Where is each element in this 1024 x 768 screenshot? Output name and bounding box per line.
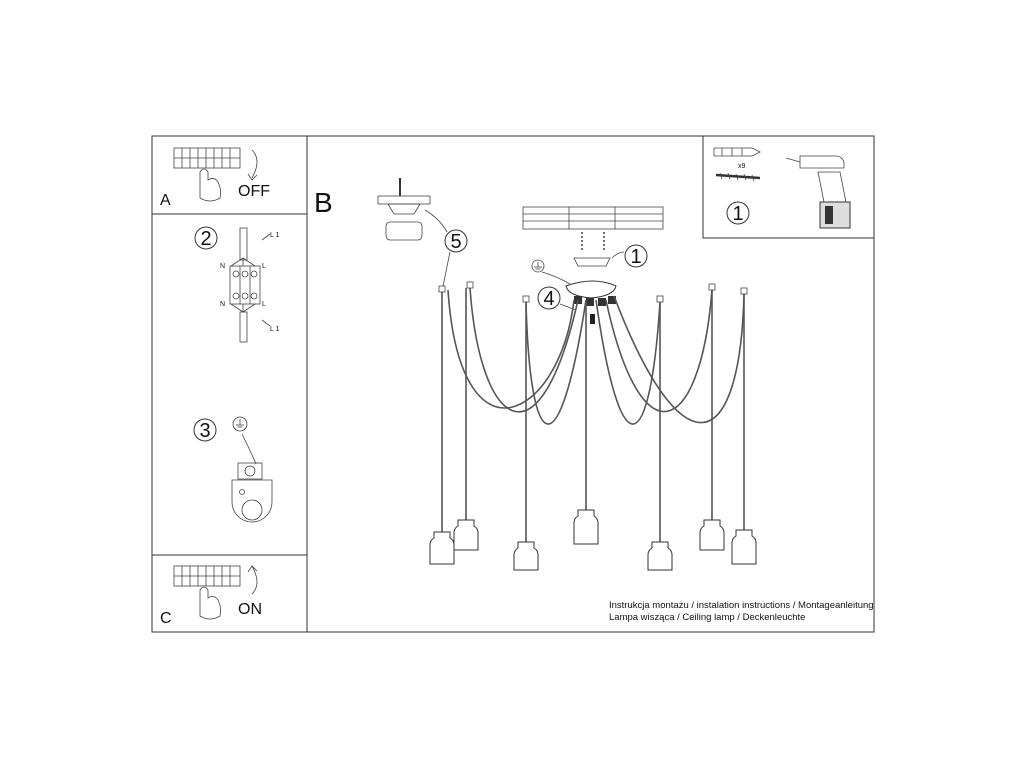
arrow-down-icon bbox=[251, 149, 258, 179]
cord-hook bbox=[438, 285, 446, 293]
step-3-ground: 3 bbox=[193, 416, 273, 523]
label-n-bottom: N bbox=[220, 301, 225, 308]
terminal-screw bbox=[237, 462, 263, 480]
step-2-number: 2 bbox=[200, 228, 211, 250]
lamp-shade bbox=[573, 509, 599, 545]
step-1-tools-number: 1 bbox=[732, 203, 743, 225]
cord-hook bbox=[656, 295, 664, 303]
caption-line-1: Instrukcja montażu / instalation instruc… bbox=[609, 600, 874, 611]
cable-top bbox=[239, 227, 248, 261]
tools-panel: x9 1 bbox=[702, 135, 875, 239]
step-5-number: 5 bbox=[450, 231, 461, 253]
terminal-block bbox=[229, 265, 261, 305]
lamp-shade bbox=[453, 519, 479, 551]
ground-icon bbox=[232, 416, 248, 432]
cord-hook bbox=[522, 295, 530, 303]
cable-bottom bbox=[239, 311, 248, 343]
panel-c: C ON bbox=[151, 554, 308, 633]
lamp-shade bbox=[731, 529, 757, 565]
panel-a: A OFF bbox=[151, 135, 308, 215]
panel-a-action: OFF bbox=[238, 183, 270, 200]
step-3-number: 3 bbox=[199, 420, 210, 442]
breaker-panel-icon bbox=[173, 147, 241, 169]
cable-gland bbox=[586, 298, 594, 306]
cord-hook bbox=[740, 287, 748, 295]
connector bbox=[590, 314, 595, 324]
label-l1-top: L 1 bbox=[270, 232, 280, 239]
cord-hook bbox=[466, 281, 474, 289]
ground-icon bbox=[531, 259, 545, 273]
cable-gland bbox=[608, 296, 616, 304]
panel-c-letter: C bbox=[160, 610, 172, 627]
anchor-count: x9 bbox=[738, 163, 746, 170]
hand-icon bbox=[199, 168, 222, 202]
mounting-bracket bbox=[573, 257, 611, 267]
step-2-wiring: 2 N L L 1 N L L 1 bbox=[194, 226, 280, 343]
lamp-shade bbox=[429, 531, 455, 565]
arrow-up-icon bbox=[251, 565, 258, 595]
cable-gland bbox=[598, 298, 606, 306]
step-4-number: 4 bbox=[543, 288, 554, 310]
label-l-bottom: L bbox=[262, 301, 266, 308]
cord-hook bbox=[708, 283, 716, 291]
panel-b-letter: B bbox=[314, 187, 333, 218]
step-1-mount-number: 1 bbox=[630, 246, 641, 268]
pendant-cords bbox=[441, 287, 745, 542]
lamp-shade bbox=[513, 541, 539, 571]
drill-icon bbox=[785, 155, 851, 229]
hand-icon bbox=[199, 586, 222, 620]
label-n-top: N bbox=[220, 263, 225, 270]
panel-a-letter: A bbox=[160, 192, 171, 209]
label-l-top: L bbox=[262, 263, 266, 270]
wall-anchor-icon bbox=[713, 147, 761, 157]
label-l1-bottom: L 1 bbox=[270, 326, 280, 333]
lamp-shade bbox=[699, 519, 725, 551]
lampholder-detail bbox=[377, 178, 431, 241]
ground-clamp bbox=[231, 479, 273, 523]
caption-line-2: Lampa wisząca / Ceiling lamp / Deckenleu… bbox=[609, 612, 805, 623]
lamp-shade bbox=[647, 541, 673, 571]
panel-b: B 1 4 bbox=[314, 178, 874, 623]
canopy bbox=[565, 280, 617, 299]
screw-icon bbox=[715, 172, 761, 182]
breaker-panel-icon bbox=[173, 565, 241, 587]
panel-c-action: ON bbox=[238, 601, 262, 618]
outer-frame bbox=[151, 135, 875, 633]
ceiling-plate bbox=[522, 206, 664, 230]
